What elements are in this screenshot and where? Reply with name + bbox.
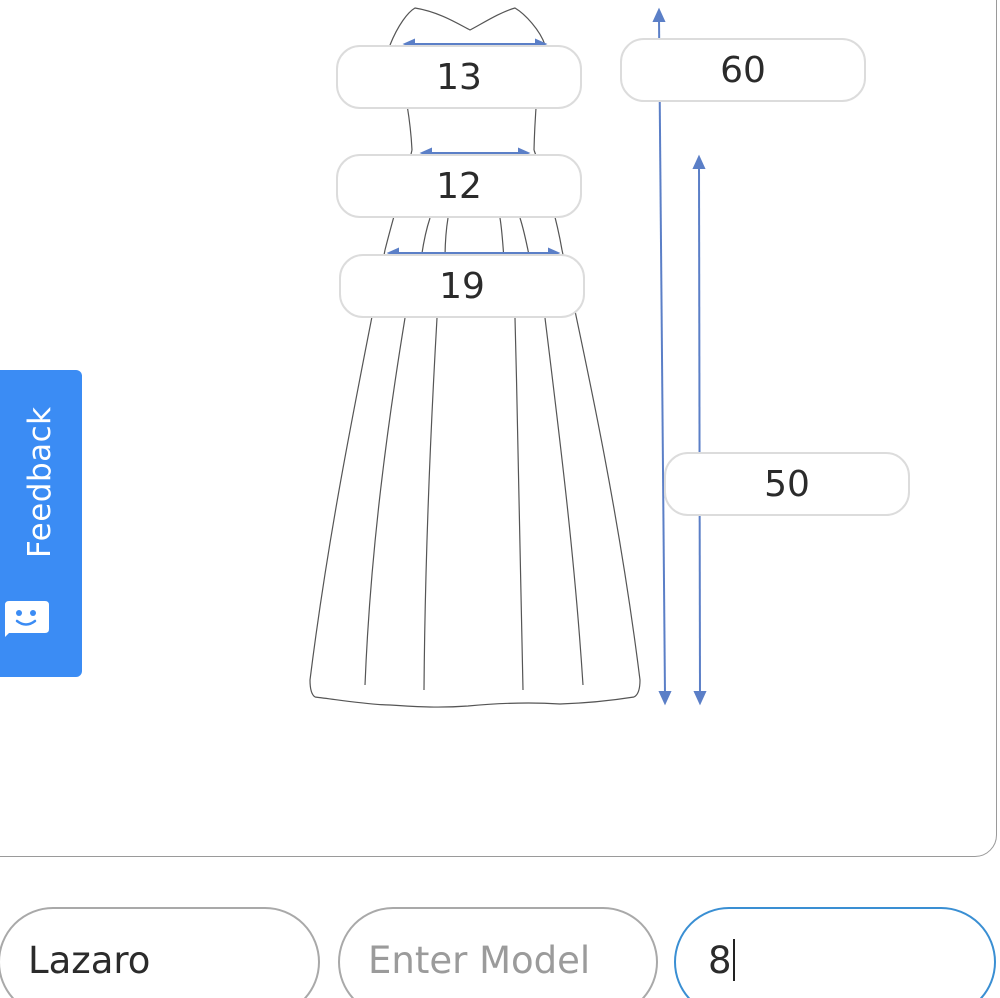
name-input-value: Lazaro	[28, 939, 151, 982]
dress-outline	[309, 7, 641, 708]
hip-measurement: 19	[339, 254, 585, 318]
measurement-card	[0, 0, 997, 857]
smiley-chat-icon[interactable]	[1, 597, 49, 637]
dress-diagram	[309, 7, 707, 708]
name-input[interactable]: Lazaro	[0, 907, 320, 998]
total-length-measurement: 60	[620, 38, 866, 102]
size-input-value: 8	[708, 939, 732, 982]
skirt-length-measurement: 50	[664, 452, 910, 516]
model-input-placeholder: Enter Model	[368, 939, 591, 982]
length-arrows	[652, 7, 707, 706]
size-input[interactable]: 8	[674, 907, 996, 998]
waist-measurement: 12	[336, 154, 582, 218]
feedback-label[interactable]: Feedback	[22, 406, 58, 558]
bust-measurement: 13	[336, 45, 582, 109]
model-input[interactable]: Enter Model	[338, 907, 658, 998]
text-caret	[732, 939, 735, 981]
